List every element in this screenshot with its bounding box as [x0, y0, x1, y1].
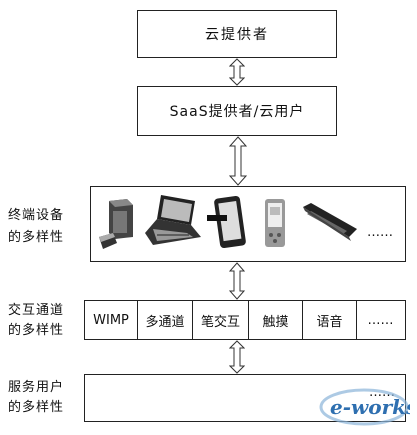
terminal-label-line2: 的多样性 [8, 230, 65, 245]
interaction-diversity-label: 交互通道 的多样性 [8, 302, 64, 339]
cloud-provider-label: 云提供者 [205, 27, 269, 43]
channel-pen-label: 笔交互 [200, 314, 240, 330]
channel-pen: 笔交互 [193, 301, 249, 339]
desktop-computer-icon [99, 199, 133, 249]
channel-more: …… [357, 301, 404, 339]
interaction-label-line1: 交互通道 [8, 303, 65, 318]
channel-multimodal: 多通道 [138, 301, 193, 339]
service-label-line1: 服务用户 [8, 380, 65, 395]
double-arrow-4 [229, 340, 245, 374]
channel-touch: 触摸 [249, 301, 303, 339]
saas-provider-box: SaaS提供者/云用户 [137, 86, 337, 136]
channel-wimp-label: WIMP [93, 312, 129, 328]
terminal-label-line1: 终端设备 [8, 208, 65, 223]
service-user-diversity-label: 服务用户 的多样性 [8, 379, 64, 416]
terminal-diversity-label: 终端设备 的多样性 [8, 207, 64, 246]
cloud-provider-box: 云提供者 [137, 10, 337, 58]
tablet-pc-icon [207, 195, 246, 249]
channel-touch-label: 触摸 [262, 314, 289, 330]
interaction-label-line2: 的多样性 [8, 323, 65, 338]
channel-more-label: …… [367, 312, 394, 328]
double-arrow-2 [229, 136, 247, 186]
channel-wimp: WIMP [85, 301, 138, 339]
saas-provider-label: SaaS提供者/云用户 [169, 104, 305, 120]
interaction-channels-box: WIMP 多通道 笔交互 触摸 语音 …… [84, 300, 406, 340]
mobile-phone-icon [303, 203, 357, 241]
e-works-logo-icon: e-works [319, 388, 410, 426]
pda-icon [265, 199, 285, 247]
double-arrow-3 [229, 262, 245, 300]
channel-multimodal-label: 多通道 [145, 314, 185, 330]
channel-voice-label: 语音 [316, 314, 343, 330]
double-arrow-1 [229, 58, 245, 86]
terminal-devices-box: …… [90, 186, 406, 262]
watermark-text: e-works [330, 395, 410, 419]
channel-voice: 语音 [303, 301, 357, 339]
more-devices-ellipsis: …… [367, 225, 393, 240]
laptop-icon [145, 195, 201, 245]
service-label-line2: 的多样性 [8, 400, 65, 415]
